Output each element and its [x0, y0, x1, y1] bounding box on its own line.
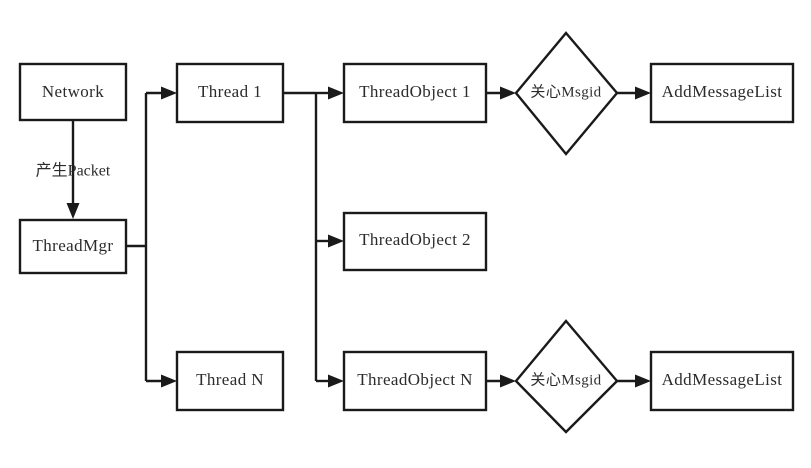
node-thread-object-n-label: ThreadObject N	[357, 370, 473, 389]
node-network-label: Network	[42, 82, 104, 101]
node-decision-top[interactable]: 关心Msgid	[514, 31, 619, 156]
edge-threadmgr-to-threads	[126, 86, 177, 388]
node-network[interactable]: Network	[18, 62, 128, 122]
edge-label-produce-packet: 产生Packet	[36, 162, 111, 180]
node-add-message-list-top[interactable]: AddMessageList	[649, 62, 795, 124]
node-thread-n[interactable]: Thread N	[175, 350, 285, 412]
node-decision-top-label: 关心Msgid	[530, 83, 601, 100]
edge-decision-to-addmessagelist-bottom	[617, 374, 651, 388]
edge-network-to-threadmgr	[66, 120, 80, 219]
node-thread-1-label: Thread 1	[198, 82, 262, 101]
node-thread-mgr-label: ThreadMgr	[32, 236, 113, 255]
node-thread-n-label: Thread N	[196, 370, 264, 389]
edge-threadobject1-to-decision	[486, 86, 516, 100]
node-thread-object-1-label: ThreadObject 1	[359, 82, 471, 101]
node-add-message-list-bottom[interactable]: AddMessageList	[649, 350, 795, 412]
edge-thread1-to-threadobjects	[283, 86, 344, 388]
node-decision-bottom[interactable]: 关心Msgid	[514, 319, 619, 434]
node-thread-object-n[interactable]: ThreadObject N	[342, 350, 488, 412]
node-decision-bottom-label: 关心Msgid	[530, 371, 601, 388]
node-add-message-list-top-label: AddMessageList	[662, 82, 783, 101]
node-add-message-list-bottom-label: AddMessageList	[662, 370, 783, 389]
edge-decision-to-addmessagelist-top	[617, 86, 651, 100]
edge-threadobjectn-to-decision	[486, 374, 516, 388]
node-thread-object-2[interactable]: ThreadObject 2	[342, 211, 488, 272]
node-thread-object-2-label: ThreadObject 2	[359, 230, 471, 249]
node-thread-object-1[interactable]: ThreadObject 1	[342, 62, 488, 124]
node-thread-1[interactable]: Thread 1	[175, 62, 285, 124]
node-thread-mgr[interactable]: ThreadMgr	[18, 218, 128, 275]
